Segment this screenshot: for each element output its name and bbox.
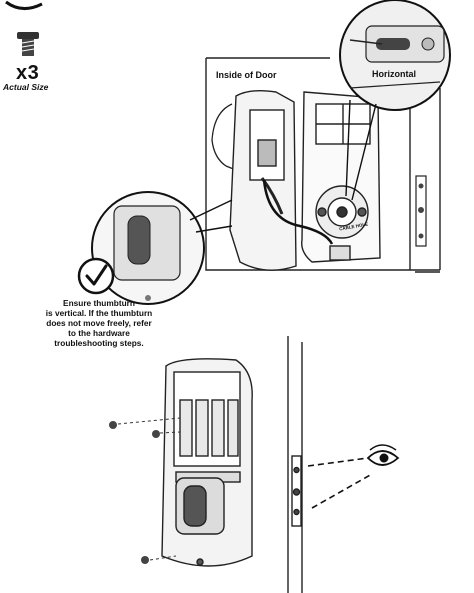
magnifier-pointer — [189, 199, 233, 221]
lock-with-batteries — [161, 358, 253, 567]
screw-guide-lines — [117, 417, 181, 561]
note-line: Ensure thumbturn — [63, 298, 135, 308]
eye-icon — [366, 444, 400, 466]
lock-back-plate — [301, 91, 381, 263]
note-line: is vertical. If the thumbturn — [45, 308, 153, 318]
magnifier-pointer — [345, 99, 351, 197]
horizontal-detail-magnifier — [339, 0, 451, 111]
vertical-thumbturn-magnifier — [91, 191, 205, 305]
checkmark-icon — [77, 257, 115, 295]
mounting-screw — [109, 421, 160, 564]
magnifier-pointer — [195, 225, 233, 233]
hand-outline — [211, 103, 237, 171]
door-edge-plate — [415, 175, 427, 247]
magnifier-pointer — [351, 103, 377, 201]
step-circle-fragment — [5, 0, 43, 10]
note-line: does not move freely, refer — [46, 318, 152, 328]
horizontal-label: Horizontal — [372, 69, 416, 79]
door-edge — [287, 336, 303, 593]
thumbturn-note: Ensure thumbturn is vertical. If the thu… — [14, 298, 184, 348]
note-line: to the hardware — [68, 328, 130, 338]
sight-lines — [307, 457, 373, 509]
cable — [262, 179, 334, 245]
screw-count: x3 — [16, 62, 40, 84]
inside-door-label: Inside of Door — [216, 70, 277, 80]
screw-icon — [17, 32, 39, 56]
door-panel — [205, 57, 441, 273]
note-line: troubleshooting steps. — [54, 338, 144, 348]
actual-size-caption: Actual Size — [3, 82, 49, 92]
